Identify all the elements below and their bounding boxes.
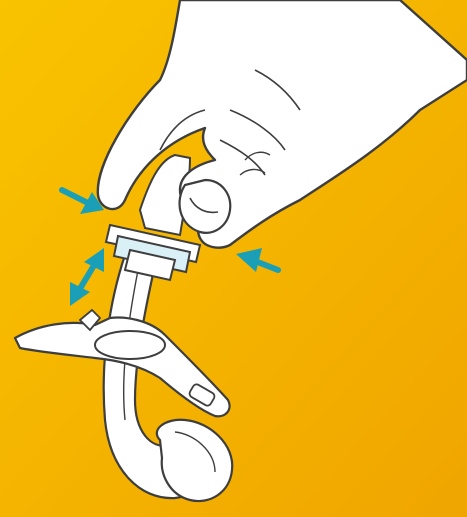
instruction-illustration [0, 0, 467, 517]
illustration-canvas [0, 0, 467, 517]
